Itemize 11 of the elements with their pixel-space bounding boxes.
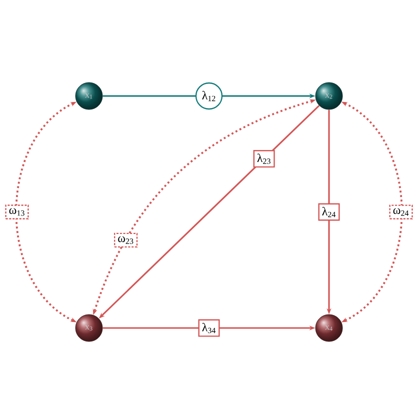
edge-label: λ$_{23}$ bbox=[253, 150, 275, 168]
node-label: x$_{4}$ bbox=[325, 325, 332, 331]
node-label: x$_{2}$ bbox=[325, 93, 332, 99]
edge-label: λ$_{24}$ bbox=[318, 203, 340, 221]
edge-label: ω$_{23}$ bbox=[114, 232, 138, 248]
edge-label: ω$_{24}$ bbox=[389, 204, 413, 220]
edge-label: λ$_{34}$ bbox=[198, 319, 220, 337]
node-label: x$_{1}$ bbox=[85, 93, 92, 99]
edge-label: ω$_{13}$ bbox=[5, 204, 29, 220]
node-label: x$_{3}$ bbox=[85, 325, 92, 331]
edge-label: λ$_{12}$ bbox=[195, 82, 223, 110]
